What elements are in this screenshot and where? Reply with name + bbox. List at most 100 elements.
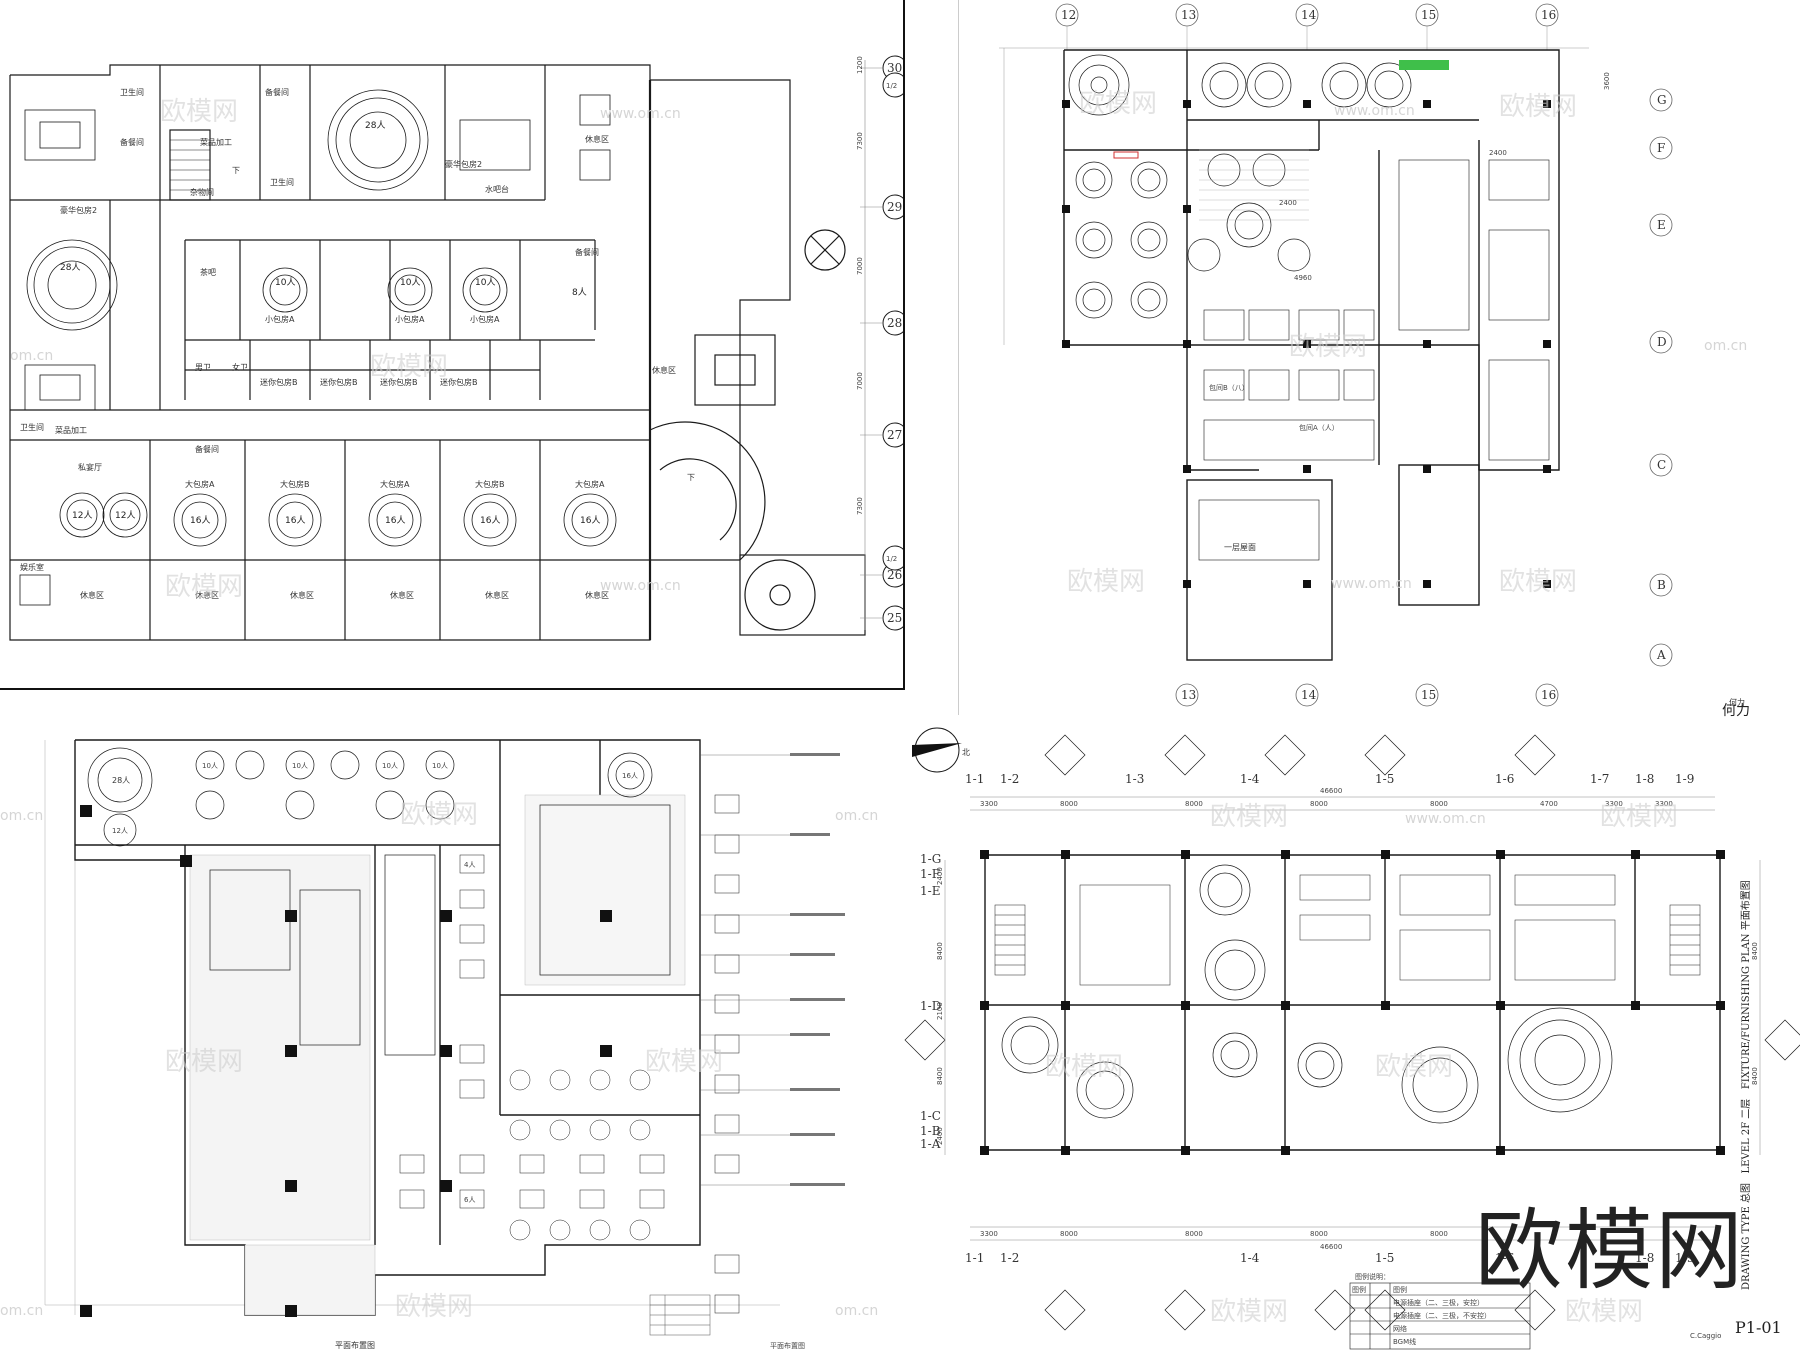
axis-15: 15 bbox=[1421, 8, 1436, 22]
axis-30: 30 bbox=[887, 61, 902, 75]
room-restroom-left: 卫生间 bbox=[20, 422, 44, 432]
dim-right-8400-b: 8400 bbox=[1751, 1067, 1759, 1085]
room-dish-top: 菜品加工 bbox=[200, 137, 232, 147]
floorplan-panel-top-right: 12 13 14 15 16 13 14 15 16 G F E D C B A bbox=[958, 0, 1800, 718]
room-lounge-6: 休息区 bbox=[80, 590, 104, 600]
room-men: 男卫 bbox=[195, 363, 211, 372]
room-restroom-top: 卫生间 bbox=[120, 87, 144, 97]
room-private: 私宴厅 bbox=[78, 462, 102, 472]
room-pantry-3: 备餐间 bbox=[575, 247, 599, 257]
dim-7300-bot: 7300 bbox=[856, 497, 864, 515]
watermark-br-2: 欧模网 bbox=[1600, 802, 1678, 832]
dim-total-bottom: 46600 bbox=[1320, 1243, 1342, 1251]
dim-bot-8000-b: 8000 bbox=[1185, 1230, 1203, 1238]
label-seat16-a: 16人 bbox=[190, 515, 210, 526]
watermark-tr-2: 欧模网 bbox=[1499, 92, 1577, 122]
stair-down-2: 下 bbox=[687, 473, 695, 482]
legend-row-1: 电源插座（二、三极，安控） bbox=[1393, 1298, 1484, 1307]
stair-down-1: 下 bbox=[232, 166, 240, 175]
axis-1-6: 1-6 bbox=[1495, 772, 1514, 786]
dim-top-3300-b: 3300 bbox=[1605, 800, 1623, 808]
legend-row-3: 网络 bbox=[1393, 1324, 1407, 1333]
watermark-1: 欧模网 bbox=[160, 97, 238, 127]
room-women: 女卫 bbox=[232, 362, 248, 372]
label-bl-10-a: 10人 bbox=[202, 762, 218, 770]
dim-top-8000-d: 8000 bbox=[1430, 800, 1448, 808]
dim-3600: 3600 bbox=[1603, 72, 1611, 90]
floorplan-bottom-left-drawing: 28人 12人 10人 10人 10人 10人 16人 4人 6人 平面布置图 … bbox=[0, 739, 878, 1350]
axis-E: E bbox=[1657, 218, 1666, 232]
label-bl-10-b: 10人 bbox=[292, 762, 308, 770]
axis-1-1: 1-1 bbox=[965, 772, 984, 786]
axis-25: 25 bbox=[887, 611, 902, 625]
room-water-bar: 水吧台 bbox=[485, 184, 509, 194]
accent-red-block bbox=[1113, 151, 1139, 159]
floorplan-top-left-drawing: 28人 28人 10人 10人 10人 8人 12人 12人 16人 16人 1… bbox=[9, 55, 903, 641]
room-lounge-3: 休息区 bbox=[390, 590, 414, 600]
axis-1-7: 1-7 bbox=[1590, 772, 1609, 786]
room-storage: 杂物间 bbox=[190, 187, 214, 197]
legend-row-4: BGM线 bbox=[1393, 1337, 1416, 1346]
label-bl-28: 28人 bbox=[112, 776, 130, 785]
axis-1-1-bottom: 1-1 bbox=[965, 1251, 984, 1265]
room-entertain: 娱乐室 bbox=[20, 562, 44, 572]
axis-14-bottom: 14 bbox=[1301, 688, 1317, 702]
room-pantry-2: 备餐间 bbox=[265, 87, 289, 97]
watermark-bl-2: 欧模网 bbox=[165, 1047, 243, 1077]
label-seat10-b: 10人 bbox=[400, 277, 420, 288]
axis-1-6-bottom: 1-6 bbox=[1495, 1251, 1514, 1265]
watermark-url-1: www.om.cn bbox=[600, 106, 681, 122]
dim-top-8000-a: 8000 bbox=[1060, 800, 1078, 808]
axis-1-9-bottom: 1-9 bbox=[1675, 1251, 1694, 1265]
dim-top-3300-a: 3300 bbox=[980, 800, 998, 808]
room-mini-1: 迷你包房B bbox=[260, 377, 298, 387]
label-seat16-b: 16人 bbox=[285, 515, 305, 526]
axis-B: B bbox=[1657, 578, 1666, 592]
room-lounge-top: 休息区 bbox=[585, 134, 609, 144]
label-seat12-b: 12人 bbox=[115, 510, 135, 521]
axis-29: 29 bbox=[887, 200, 902, 214]
label-seat-a: 包间A（人） bbox=[1299, 423, 1339, 432]
label-seat12-a: 12人 bbox=[72, 510, 92, 521]
legend-head-1: 图例 bbox=[1352, 1285, 1366, 1294]
axis-G: G bbox=[1657, 93, 1667, 107]
axis-1-G: 1-G bbox=[920, 852, 941, 866]
watermark-url-3: www.om.cn bbox=[600, 578, 681, 594]
watermark-tr-1: 欧模网 bbox=[1079, 89, 1157, 119]
watermark-tr-4: 欧模网 bbox=[1067, 567, 1145, 597]
dim-bot-3300: 3300 bbox=[980, 1230, 998, 1238]
axis-1-5-bottom: 1-5 bbox=[1375, 1251, 1394, 1265]
axis-1-D: 1-D bbox=[920, 999, 941, 1013]
label-seat10-c: 10人 bbox=[475, 277, 495, 288]
bl-title-right: 平面布置图 bbox=[770, 1341, 805, 1350]
signature-label: 何力 bbox=[1722, 703, 1750, 719]
room-restroom-mid: 卫生间 bbox=[270, 177, 294, 187]
room-large-3: 大包房A bbox=[380, 479, 410, 489]
axis-13: 13 bbox=[1181, 8, 1196, 22]
legend-row-2: 电源插座（二、三极，不安控） bbox=[1393, 1311, 1491, 1320]
dim-bot-8000-c: 8000 bbox=[1310, 1230, 1328, 1238]
axis-1-C: 1-C bbox=[920, 1109, 941, 1123]
sheet-number: P1-01 bbox=[1735, 1318, 1782, 1337]
dim-left-2400: 2400 bbox=[936, 867, 944, 885]
north-arrow: 北 bbox=[912, 727, 970, 773]
watermark-bl-1: 欧模网 bbox=[400, 800, 478, 830]
label-roof: 一层屋面 bbox=[1224, 543, 1256, 552]
north-label: 北 bbox=[962, 748, 970, 757]
room-lounge-right: 休息区 bbox=[652, 365, 676, 375]
dim-top-3300-c: 3300 bbox=[1655, 800, 1673, 808]
label-seat16-e: 16人 bbox=[580, 515, 600, 526]
room-lounge-2: 休息区 bbox=[290, 590, 314, 600]
axis-12: 12 bbox=[1061, 8, 1076, 22]
watermark-br-1: 欧模网 bbox=[1210, 802, 1288, 832]
label-seat8: 8人 bbox=[572, 287, 587, 298]
dim-bot-8000-d: 8000 bbox=[1430, 1230, 1448, 1238]
room-large-5: 大包房A bbox=[575, 479, 605, 489]
axis-1-2-bottom: 1-2 bbox=[1000, 1251, 1019, 1265]
axis-half-2: 1/2 bbox=[886, 555, 897, 563]
axis-16-bottom: 16 bbox=[1541, 688, 1556, 702]
axis-1-9: 1-9 bbox=[1675, 772, 1694, 786]
dim-1200-top: 1200 bbox=[856, 56, 864, 74]
axis-16: 16 bbox=[1541, 8, 1556, 22]
room-small-a-2: 小包房A bbox=[470, 314, 500, 324]
